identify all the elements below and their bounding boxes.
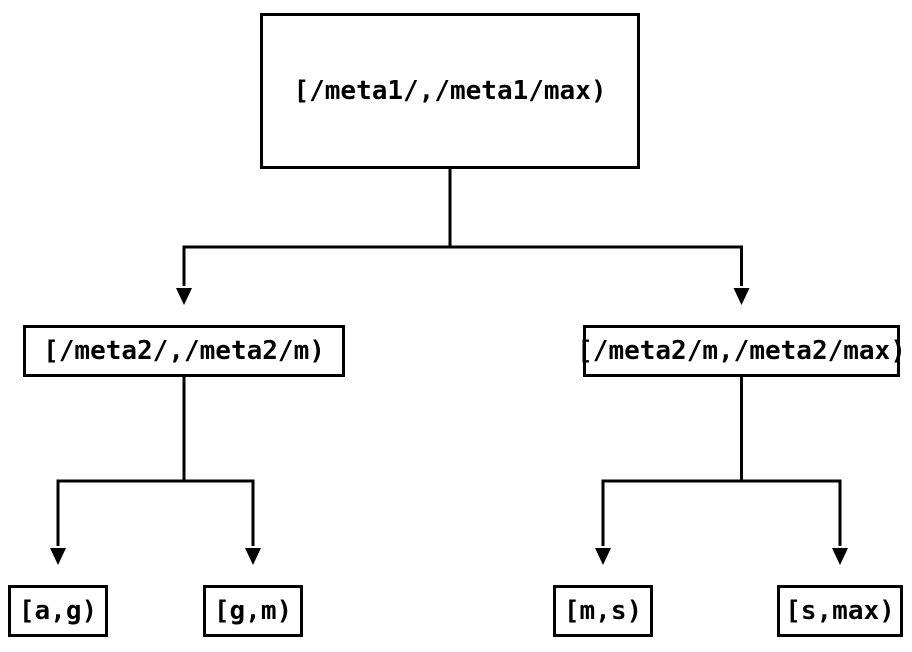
node-leaf-s-max-label: [s,max) (785, 596, 895, 626)
arrow-down-icon (176, 288, 192, 305)
node-leaf-m-s-label: [m,s) (563, 596, 643, 626)
edge-root-branch (182, 245, 743, 286)
node-leaf-s-max: [s,max) (777, 585, 903, 637)
arrow-down-icon (832, 548, 848, 565)
edge-meta2-high-children (595, 377, 848, 565)
node-root: [/meta1/,/meta1/max) (260, 13, 640, 169)
node-leaf-a-g: [a,g) (8, 585, 108, 637)
arrow-down-icon (50, 548, 66, 565)
node-root-label: [/meta1/,/meta1/max) (293, 76, 607, 106)
edge-meta2-low-branch (56, 479, 255, 546)
arrow-down-icon (595, 548, 611, 565)
node-meta2-high-label: [/meta2/m,/meta2/max) (577, 336, 906, 366)
node-meta2-low: [/meta2/,/meta2/m) (23, 325, 345, 377)
arrow-down-icon (245, 548, 261, 565)
edge-root-children (176, 169, 750, 305)
node-leaf-a-g-label: [a,g) (18, 596, 98, 626)
node-leaf-g-m: [g,m) (203, 585, 303, 637)
node-leaf-g-m-label: [g,m) (213, 596, 293, 626)
edge-meta2-low-children (50, 377, 261, 565)
arrow-down-icon (733, 288, 750, 305)
node-leaf-m-s: [m,s) (553, 585, 653, 637)
node-meta2-high: [/meta2/m,/meta2/max) (577, 325, 906, 377)
edge-meta2-high-branch (601, 479, 842, 546)
node-meta2-low-label: [/meta2/,/meta2/m) (43, 336, 325, 366)
